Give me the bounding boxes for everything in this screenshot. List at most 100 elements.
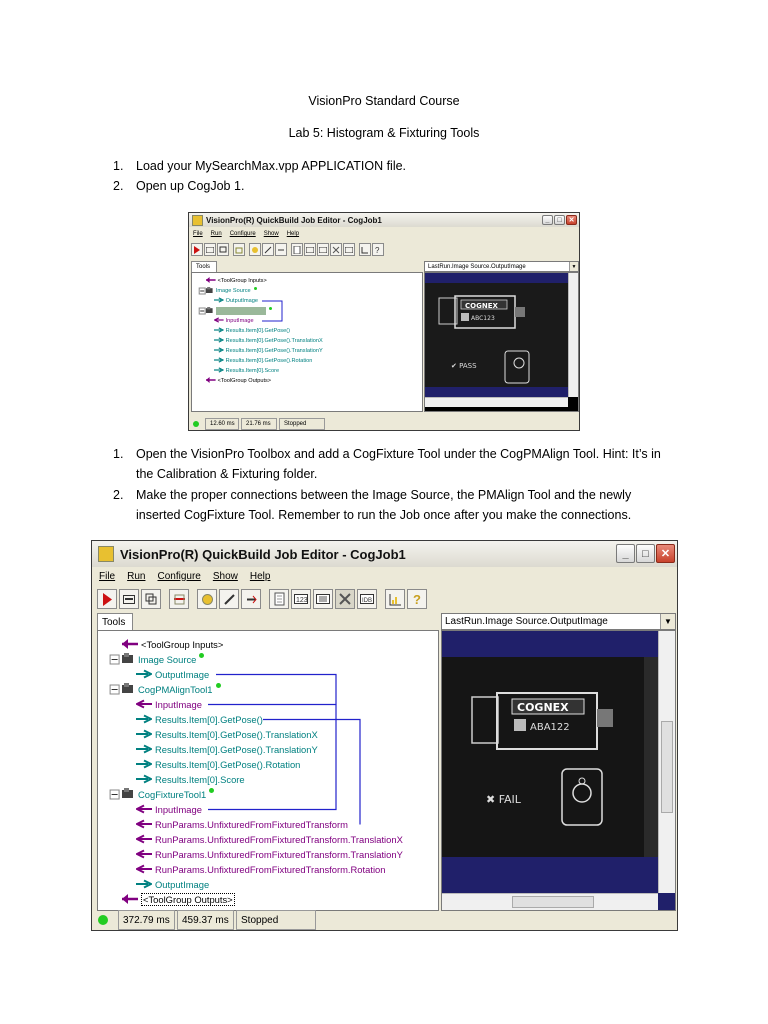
run-once-icon[interactable] — [191, 243, 203, 256]
output-arrow-icon — [136, 729, 154, 741]
toolbox-icon[interactable] — [330, 243, 342, 256]
menu-run[interactable]: Run — [127, 570, 146, 582]
status-time-1: 372.79 ms — [118, 910, 175, 930]
list-icon[interactable] — [313, 589, 333, 609]
list-icon[interactable] — [317, 243, 329, 256]
menu-configure[interactable]: Configure — [157, 570, 201, 582]
tree-node-toolgroup-inputs[interactable]: <ToolGroup Inputs> — [206, 276, 267, 286]
image-scrollbar-horizontal[interactable] — [442, 893, 658, 910]
tree-node-rotation[interactable]: Results.Item[0].GetPose().Rotation — [214, 356, 312, 366]
tree-node-pmalign-tool[interactable] — [206, 306, 272, 316]
link-icon[interactable] — [241, 589, 261, 609]
tree-node-label: Results.Item[0].GetPose().Rotation — [155, 759, 301, 770]
step-a1-number: 1. — [113, 159, 124, 173]
tree-node-label: RunParams.UnfixturedFromFixturedTransfor… — [155, 819, 348, 830]
tree-node-label: Results.Item[0].GetPose() — [155, 714, 263, 725]
tree-node-toolgroup-inputs[interactable]: <ToolGroup Inputs> — [122, 637, 223, 652]
tree-node-translation-x[interactable]: Results.Item[0].GetPose().TranslationX — [136, 727, 318, 742]
edit-icon[interactable] — [262, 243, 274, 256]
image-display[interactable]: COGNEX ABA122 ✖ FAIL — [441, 630, 676, 911]
tree-node-image-source[interactable]: Image Source — [122, 652, 205, 667]
image-scrollbar-vertical[interactable] — [658, 631, 675, 893]
tree-node-fixture-output-image[interactable]: OutputImage — [136, 877, 209, 892]
step-b1-text: Open the VisionPro Toolbox and add a Cog… — [136, 444, 661, 484]
status-time-2: 459.37 ms — [177, 910, 234, 930]
menu-file[interactable]: File — [99, 570, 116, 582]
tree-node-score[interactable]: Results.Item[0].Score — [214, 366, 279, 376]
chevron-down-icon[interactable]: ▼ — [660, 614, 675, 629]
image-view-icon[interactable]: IDB — [357, 589, 377, 609]
menu-configure[interactable]: Configure — [229, 231, 256, 237]
tree-node-unfixtured-rotation[interactable]: RunParams.UnfixturedFromFixturedTransfor… — [134, 862, 385, 877]
toolbox-icon[interactable] — [335, 589, 355, 609]
image-scrollbar-vertical[interactable] — [568, 273, 578, 397]
tree-node-translation-y[interactable]: Results.Item[0].GetPose().TranslationY — [136, 742, 318, 757]
image-display[interactable]: COGNEX ABC123 ✔ PASS — [424, 272, 579, 412]
menu-help[interactable]: Help — [249, 570, 271, 582]
tree-node-unfixtured-translation-x[interactable]: RunParams.UnfixturedFromFixturedTransfor… — [134, 832, 403, 847]
tree-node-input-image[interactable]: InputImage — [134, 697, 202, 712]
image-view-icon[interactable] — [343, 243, 355, 256]
refresh-icon[interactable] — [197, 589, 217, 609]
tree-node-unfixtured-translation-y[interactable]: RunParams.UnfixturedFromFixturedTransfor… — [134, 847, 403, 862]
run-continuous-icon[interactable] — [204, 243, 216, 256]
run-continuous-icon[interactable] — [119, 589, 139, 609]
image-scrollbar-horizontal[interactable] — [425, 397, 568, 407]
close-button[interactable]: ✕ — [566, 215, 577, 225]
tree-node-pmalign-tool[interactable]: CogPMAlignTool1 — [122, 682, 221, 697]
tree-node-toolgroup-outputs[interactable]: <ToolGroup Outputs> — [206, 376, 271, 386]
maximize-button[interactable]: □ — [554, 215, 565, 225]
numeric-icon[interactable]: 123 — [291, 589, 311, 609]
chevron-down-icon[interactable]: ▼ — [569, 262, 578, 271]
menu-show[interactable]: Show — [212, 570, 238, 582]
reset-icon[interactable] — [233, 243, 245, 256]
chart-icon[interactable] — [385, 589, 405, 609]
tab-tools[interactable]: Tools — [97, 613, 133, 630]
image-source-combo[interactable]: LastRun.Image Source.OutputImage ▼ — [441, 613, 676, 630]
notepad-icon[interactable] — [291, 243, 303, 256]
tree-node-label: Image Source — [215, 288, 251, 294]
help-icon[interactable]: ? — [407, 589, 427, 609]
tree-node-results-getpose[interactable]: Results.Item[0].GetPose() — [136, 712, 263, 727]
status-bar: 12.60 ms 21.76 ms Stopped — [189, 418, 579, 430]
chart-icon[interactable] — [359, 243, 371, 256]
tree-node-fixture-tool[interactable]: CogFixtureTool1 — [122, 787, 215, 802]
menu-file[interactable]: File — [193, 231, 203, 237]
link-icon[interactable] — [275, 243, 287, 256]
tree-node-toolgroup-outputs[interactable]: <ToolGroup Outputs> — [122, 892, 235, 907]
close-button[interactable]: ✕ — [656, 544, 675, 563]
edit-icon[interactable] — [219, 589, 239, 609]
refresh-icon[interactable] — [249, 243, 261, 256]
tree-node-translation-y[interactable]: Results.Item[0].GetPose().TranslationY — [214, 346, 323, 356]
tree-node-output-image[interactable]: OutputImage — [136, 667, 209, 682]
tab-tools[interactable]: Tools — [191, 261, 217, 272]
reset-icon[interactable] — [169, 589, 189, 609]
minimize-button[interactable]: _ — [542, 215, 553, 225]
run-once-icon[interactable] — [97, 589, 117, 609]
maximize-button[interactable]: □ — [636, 544, 655, 563]
tree-node-output-image[interactable]: OutputImage — [214, 296, 258, 306]
numeric-icon[interactable] — [304, 243, 316, 256]
notepad-icon[interactable] — [269, 589, 289, 609]
menu-show[interactable]: Show — [263, 231, 279, 237]
tree-node-image-source[interactable]: Image Source — [206, 286, 257, 296]
tree-node-input-image[interactable]: InputImage — [213, 316, 254, 326]
window-title: VisionPro(R) QuickBuild Job Editor - Cog… — [206, 215, 382, 225]
stop-icon[interactable] — [217, 243, 229, 256]
tree-node-unfixtured-transform[interactable]: RunParams.UnfixturedFromFixturedTransfor… — [134, 817, 348, 832]
image-source-combo[interactable]: LastRun.Image Source.OutputImage ▼ — [424, 261, 579, 272]
help-icon[interactable]: ? — [372, 243, 384, 256]
tree-node-translation-x[interactable]: Results.Item[0].GetPose().TranslationX — [214, 336, 323, 346]
tree-node-results-getpose[interactable]: Results.Item[0].GetPose() — [214, 326, 290, 336]
status-time-2: 21.76 ms — [241, 418, 277, 430]
menu-help[interactable]: Help — [286, 231, 300, 237]
tree-node-fixture-input-image[interactable]: InputImage — [134, 802, 202, 817]
menu-run[interactable]: Run — [210, 231, 222, 237]
menu-bar: File Run Configure Show Help — [189, 229, 579, 239]
tree-node-score[interactable]: Results.Item[0].Score — [136, 772, 245, 787]
tree-node-rotation[interactable]: Results.Item[0].GetPose().Rotation — [136, 757, 300, 772]
minimize-button[interactable]: _ — [616, 544, 635, 563]
stop-icon[interactable] — [141, 589, 161, 609]
status-ok-icon — [98, 915, 108, 925]
status-ok-icon — [199, 653, 205, 658]
